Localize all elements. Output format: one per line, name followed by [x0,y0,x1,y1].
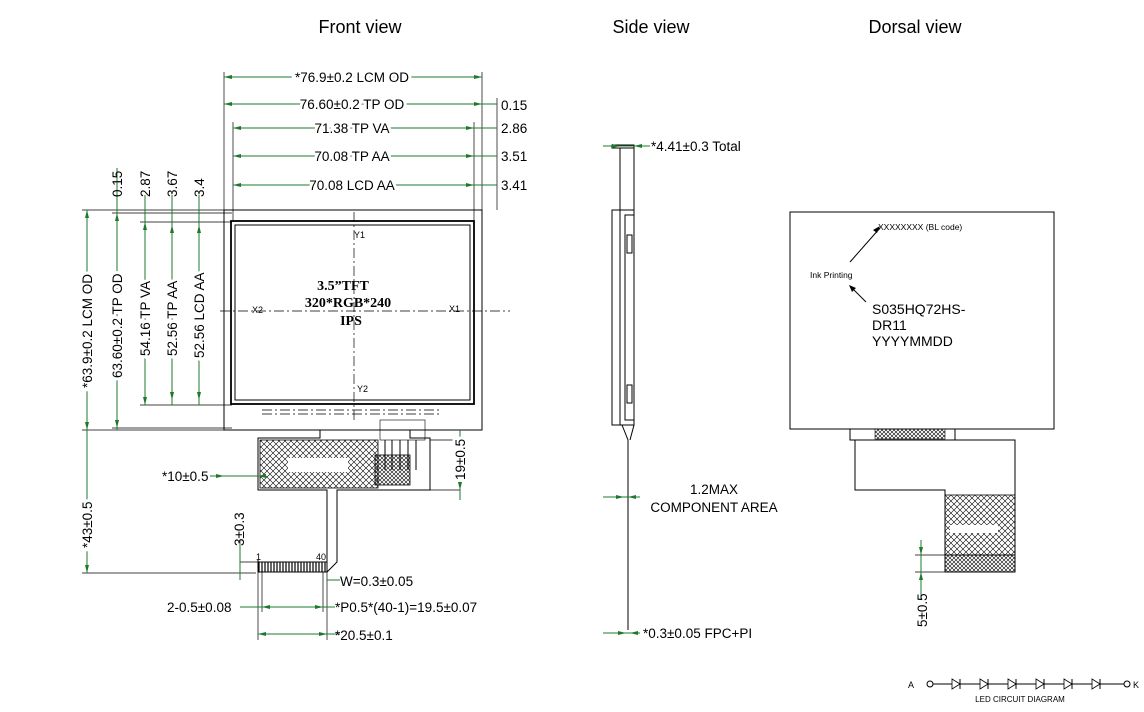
dim-lcm-od-height: *63.9±0.2 LCM OD [80,274,95,388]
dim-fpc-19: 19±0.5 [453,439,468,480]
dim-left-top-3-67: 3.67 [165,171,180,197]
side-component-line2: COMPONENT AREA [650,500,777,515]
axis-y2-label: Y2 [357,384,368,394]
dim-right-2-86: 2.86 [501,121,527,136]
pin-first-label: 1 [256,552,261,562]
dorsal-bl-code: XXXXXXXX (BL code) [878,222,962,232]
led-anode-label: A [908,680,914,690]
dorsal-label-line3: YYYYMMDD [872,333,953,349]
dorsal-label-line1: S035HQ72HS- [872,301,966,317]
dim-fpc-10: *10±0.5 [162,469,208,484]
dim-lcd-aa-height: 52.56 LCD AA [192,272,207,358]
dim-left-top-3-4: 3.4 [192,178,207,197]
axis-x2-label: X2 [252,305,263,315]
led-circuit-diagram: A K LED CIRCUIT DIAGRAM [908,678,1139,704]
side-total-thickness: *4.41±0.3 Total [651,139,741,154]
front-view-title: Front view [318,17,402,37]
side-fpc-thickness: *0.3±0.05 FPC+PI [643,626,752,641]
axis-x1-label: X1 [449,304,460,314]
dim-fpc-43: *43±0.5 [80,502,95,548]
led-diode-icon [979,678,989,690]
led-diode-icon [1063,678,1073,690]
dim-lcd-aa-width: 70.08 LCD AA [309,178,395,193]
dim-tp-od-width: 76.60±0.2 TP OD [300,97,405,112]
dim-right-3-51: 3.51 [501,149,527,164]
dorsal-label-line2: DR11 [872,317,907,333]
dim-tp-va-width: 71.38 TP VA [314,121,389,136]
dim-tp-od-height: 63.60±0.2 TP OD [110,273,125,378]
screen-type-label: IPS [340,314,362,329]
screen-size-label: 3.5”TFT [317,279,369,294]
dim-tp-aa-height: 52.56 TP AA [165,281,180,356]
dim-tp-va-height: 54.16 TP VA [138,281,153,356]
axis-y1-label: Y1 [354,230,365,240]
screen-resolution-label: 320*RGB*240 [305,296,391,311]
dim-left-top-2-87: 2.87 [138,171,153,197]
dorsal-dim-5: 5±0.5 [915,593,930,627]
dorsal-view-title: Dorsal view [868,17,962,37]
side-view: *4.41±0.3 Total 1.2MAX COMPONENT AREA *0… [603,139,778,641]
dorsal-view: XXXXXXXX (BL code) Ink Printing S035HQ72… [789,211,1139,704]
led-circuit-caption: LED CIRCUIT DIAGRAM [975,695,1065,704]
front-view: Y1 Y2 X1 X2 3.5”TFT 320*RGB*240 IPS 1 40 [77,67,527,643]
led-diode-icon [1035,678,1045,690]
dim-tp-aa-width: 70.08 TP AA [314,149,389,164]
dim-pin-width: W=0.3±0.05 [340,574,413,589]
dorsal-ink-printing: Ink Printing [810,270,853,280]
dim-fpc-total-width: *20.5±0.1 [335,628,393,643]
side-component-line1: 1.2MAX [690,482,738,497]
dim-fpc-3: 3±0.3 [232,512,247,546]
led-diode-icon [1007,678,1017,690]
led-diode-icon [951,678,961,690]
dim-right-0-15: 0.15 [501,98,527,113]
led-cathode-label: K [1133,680,1139,690]
dim-right-3-41: 3.41 [501,178,527,193]
dim-lcm-od-width: *76.9±0.2 LCM OD [295,70,409,85]
pin-last-label: 40 [316,552,326,562]
dim-pin-edge: 2-0.5±0.08 [167,600,231,615]
dim-left-top-0-15: 0.15 [110,171,125,197]
led-diode-icon [1091,678,1101,690]
side-view-title: Side view [612,17,690,37]
dim-pin-pitch: *P0.5*(40-1)=19.5±0.07 [335,600,477,615]
